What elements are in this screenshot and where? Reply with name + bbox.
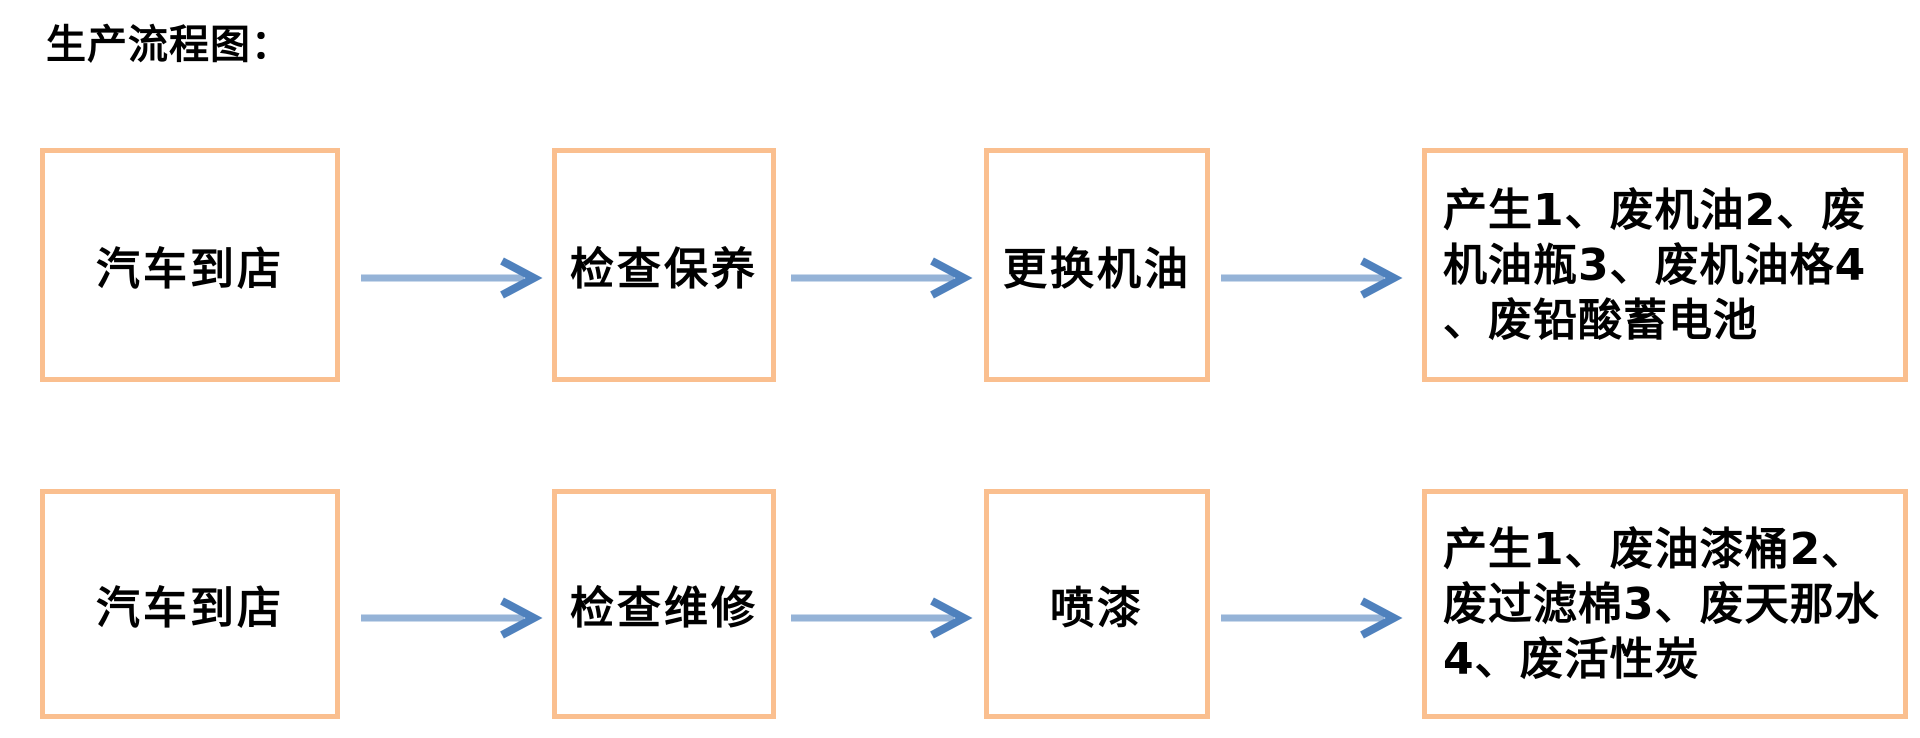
flow2-box-inspection-repair: 检查维修: [552, 489, 776, 719]
flow2-box-car-arrival: 汽车到店: [40, 489, 340, 719]
flow2-box-waste-output: 产生1、废油漆桶2、 废过滤棉3、废天那水 4、废活性炭: [1422, 489, 1908, 719]
arrow-right-icon: [361, 257, 543, 299]
flow1-box-car-arrival-label: 汽车到店: [96, 244, 284, 295]
flow1-box-car-arrival: 汽车到店: [40, 148, 340, 382]
flow2-box-waste-output-label: 产生1、废油漆桶2、 废过滤棉3、废天那水 4、废活性炭: [1443, 523, 1880, 685]
flow1-box-waste-output: 产生1、废机油2、废 机油瓶3、废机油格4 、废铅酸蓄电池: [1422, 148, 1908, 382]
diagram-title: 生产流程图：: [46, 22, 292, 68]
arrow-right-icon: [361, 597, 543, 639]
flow1-box-waste-output-label: 产生1、废机油2、废 机油瓶3、废机油格4 、废铅酸蓄电池: [1443, 184, 1867, 346]
flow2-box-spray-paint-label: 喷漆: [1050, 583, 1144, 634]
flow1-box-oil-change: 更换机油: [984, 148, 1210, 382]
flow2-box-inspection-repair-label: 检查维修: [570, 583, 758, 634]
arrow-right-icon: [791, 257, 973, 299]
flow2-box-spray-paint: 喷漆: [984, 489, 1210, 719]
flow1-box-oil-change-label: 更换机油: [1003, 244, 1191, 295]
flow2-box-car-arrival-label: 汽车到店: [96, 583, 284, 634]
arrow-right-icon: [791, 597, 973, 639]
arrow-right-icon: [1221, 597, 1403, 639]
arrow-right-icon: [1221, 257, 1403, 299]
flow1-box-inspection-maintenance: 检查保养: [552, 148, 776, 382]
flow1-box-inspection-maintenance-label: 检查保养: [570, 244, 758, 295]
